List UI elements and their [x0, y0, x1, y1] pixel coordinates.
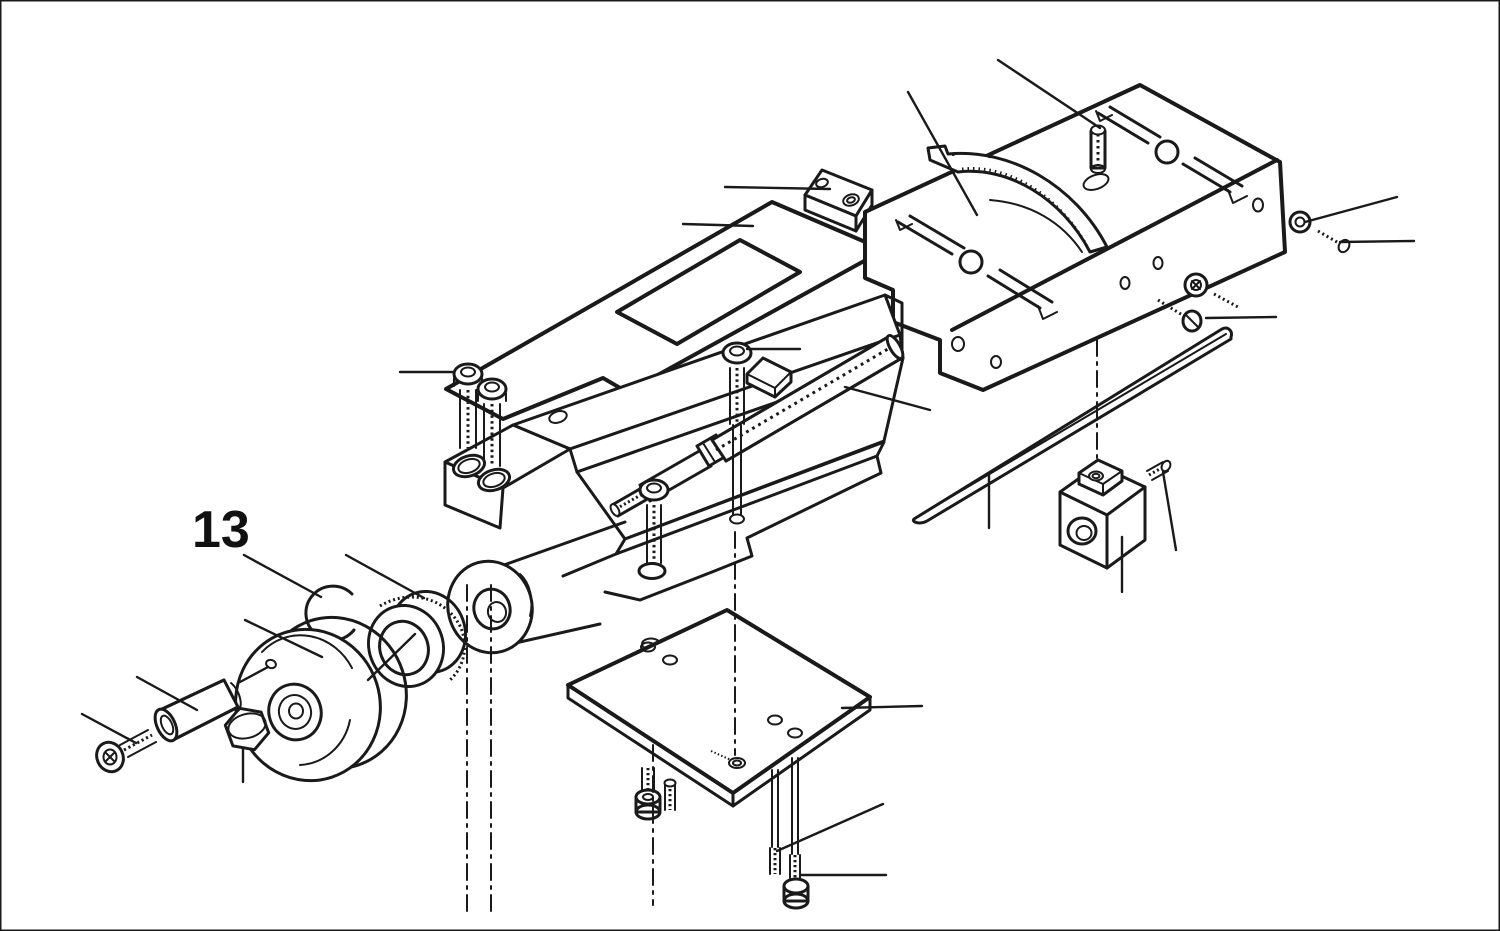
- leader-angular-scale: [906, 90, 979, 217]
- cover-plate-window: [615, 238, 802, 346]
- leader-handle-sleeve: [135, 675, 199, 712]
- base-top-hole: [1082, 173, 1110, 191]
- slide-lug: [745, 356, 793, 399]
- leader-handle-screw: [80, 712, 138, 745]
- part-number-label: 13: [192, 501, 250, 559]
- graduated-dial: [367, 589, 467, 689]
- handle-cap-screw: [95, 729, 157, 774]
- leader-screw-front: [1204, 315, 1278, 320]
- gib-strip: [911, 326, 1233, 525]
- base-way-rail-right: [1095, 105, 1248, 204]
- leader-bottom-plate: [840, 704, 924, 710]
- leader-lines: [80, 58, 1416, 877]
- angular-scale: [926, 144, 1109, 254]
- cap-screw-middle-upper: [721, 341, 753, 525]
- socket-screw-bottom-left: [634, 767, 662, 821]
- swivel-base: [863, 83, 1351, 392]
- base-front-hole-b: [990, 355, 1002, 369]
- washer-and-screw-front-a: [1152, 256, 1239, 309]
- clamp-block-boss: [842, 193, 860, 207]
- leader-dial-bore: [366, 632, 417, 682]
- dial-knurling: [379, 595, 466, 682]
- leader-cover-plate: [681, 222, 755, 228]
- leader-washer-right: [1303, 195, 1399, 224]
- handwheel-face-groove: [261, 634, 353, 669]
- set-screw-pin: [1146, 459, 1172, 481]
- hex-nut: [223, 706, 271, 752]
- handle-sleeve: [153, 678, 242, 743]
- clamp-block: [803, 168, 874, 233]
- plate-center-hole: [710, 750, 746, 769]
- bottom-plate: [566, 608, 872, 808]
- leader-hub-hole: [238, 665, 270, 684]
- handwheel-hub: [267, 682, 323, 742]
- grub-screw-bottom-left: [663, 778, 677, 811]
- clamp-block-hole: [815, 177, 829, 189]
- base-stud-screw: [1089, 124, 1107, 174]
- cap-screw-left-a: [452, 362, 484, 449]
- base-way-rail-left: [895, 214, 1058, 320]
- base-front-hole-a: [951, 336, 965, 352]
- socket-screw-bottom-right: [782, 757, 810, 910]
- leader-set-screw-pin: [1161, 470, 1178, 552]
- cap-screw-middle-lower: [637, 478, 670, 651]
- leader-stud-bottom: [775, 802, 885, 853]
- handwheel-set-screw-hole: [265, 658, 277, 670]
- leader-screw-right: [1338, 239, 1416, 244]
- leader-clamp-block: [723, 185, 832, 191]
- slide-top-hole: [548, 410, 568, 424]
- cap-screw-left-b: [476, 377, 508, 467]
- screw-front-b: [1119, 276, 1203, 333]
- centerlines: [466, 339, 1098, 916]
- leader-stud-screw: [996, 58, 1102, 130]
- stud-bottom-right-a: [769, 769, 781, 875]
- leadscrew-nut-block: [1058, 458, 1147, 570]
- leader-handwheel: [243, 618, 324, 659]
- leader-leadscrew: [843, 385, 932, 412]
- leader-dial: [344, 553, 426, 600]
- leader-crescent-clip: [242, 553, 323, 599]
- scale-tick-marks: [961, 166, 1089, 247]
